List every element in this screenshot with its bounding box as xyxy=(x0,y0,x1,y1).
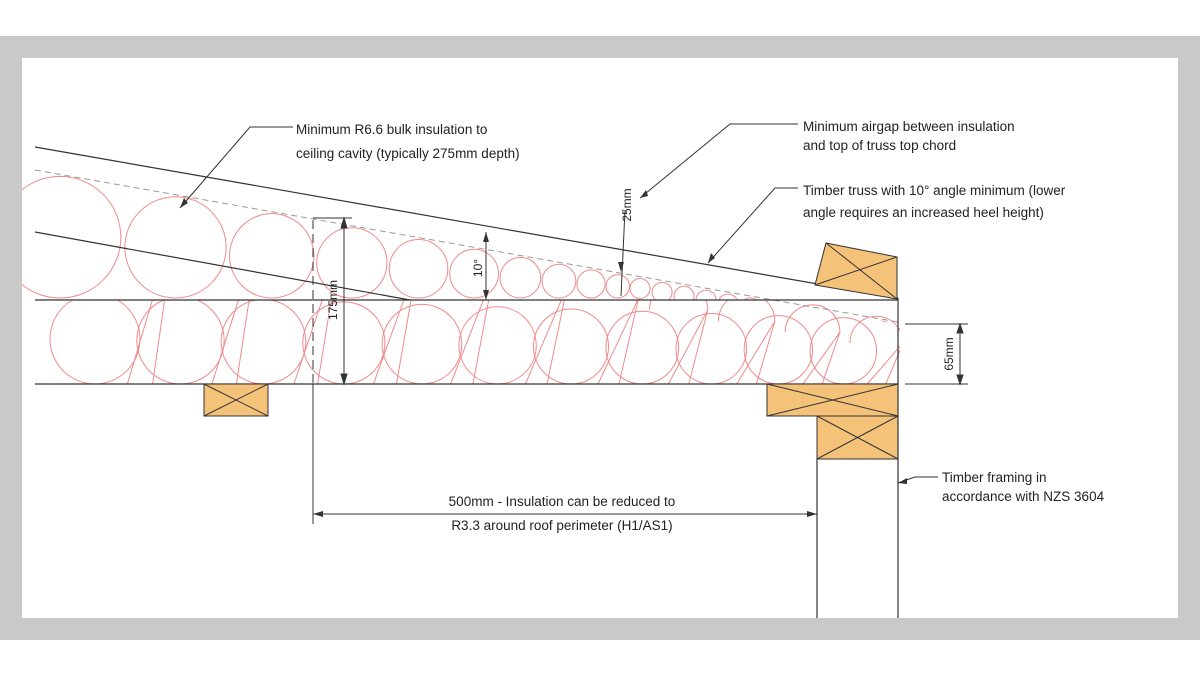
insulation-top-line xyxy=(34,169,899,323)
insulation-loop xyxy=(651,281,673,303)
insulation-loop xyxy=(372,300,412,384)
wall-framing xyxy=(816,298,899,618)
insulation-callout-line1: Minimum R6.6 bulk insulation to xyxy=(296,122,487,137)
insulation-loop xyxy=(381,303,463,384)
insulation-loop xyxy=(450,300,490,384)
insulation-loop xyxy=(871,320,893,325)
airgap-callout-line2: and top of truss top chord xyxy=(803,138,956,153)
dimension-500mm xyxy=(312,384,817,524)
dimension-175mm-label: 175mm xyxy=(326,280,340,320)
dimension-175mm xyxy=(312,216,352,386)
ceiling-insulation-layer xyxy=(49,300,900,384)
insulation-loop xyxy=(576,269,606,299)
insulation-loop xyxy=(458,306,537,384)
framing-callout-line2: accordance with NZS 3604 xyxy=(942,489,1105,504)
insulation-loop xyxy=(22,175,122,299)
insulation-loop xyxy=(316,227,388,299)
dimension-65mm-label: 65mm xyxy=(942,337,956,370)
insulation-loop xyxy=(805,308,827,325)
truss-callout-line2: angle requires an increased heel height) xyxy=(803,205,1044,220)
insulation-loop xyxy=(849,315,900,384)
secondary-rafter-line xyxy=(34,231,411,301)
dimension-65mm xyxy=(905,322,968,386)
insulation-loop xyxy=(126,300,166,384)
insulation-loop xyxy=(229,213,315,299)
insulation-loop xyxy=(136,300,225,384)
perimeter-note-line2: R3.3 around roof perimeter (H1/AS1) xyxy=(451,518,672,533)
timber-block-left xyxy=(203,383,269,417)
insulation-loop xyxy=(533,308,610,384)
insulation-loop xyxy=(211,300,250,384)
insulation-callout-line2: ceiling cavity (typically 275mm depth) xyxy=(296,146,520,161)
insulation-loop xyxy=(649,300,709,384)
leader-arrowheads xyxy=(180,190,907,484)
truss-callout-line1: Timber truss with 10° angle minimum (low… xyxy=(803,183,1066,198)
insulation-loop xyxy=(809,317,878,384)
insulation-loop xyxy=(541,263,577,299)
insulation-loop xyxy=(597,300,639,384)
insulation-loop xyxy=(293,300,332,384)
insulation-loop xyxy=(673,285,695,307)
dimension-25mm-airgap xyxy=(618,209,626,297)
angle-10-label: 10° xyxy=(471,259,485,277)
insulation-loop xyxy=(124,196,227,299)
insulation-loop xyxy=(784,304,841,384)
insulation-loop xyxy=(449,248,499,299)
insulation-loop xyxy=(717,300,776,384)
angle-10-degree-marker xyxy=(483,232,489,300)
timber-truss-chord-block xyxy=(814,242,898,300)
insulation-loop xyxy=(220,300,307,384)
insulation-loop xyxy=(524,300,565,384)
timber-stud-block xyxy=(816,415,899,460)
timber-top-plate xyxy=(766,383,899,417)
insulation-loop xyxy=(717,293,739,315)
insulation-loop xyxy=(499,256,542,299)
sloped-insulation-layer xyxy=(22,175,900,325)
insulation-loop xyxy=(743,315,814,384)
insulation-loop xyxy=(605,274,630,299)
framing-callout-line1: Timber framing in xyxy=(942,470,1047,485)
perimeter-note-line1: 500mm - Insulation can be reduced to xyxy=(449,494,676,509)
insulation-loop xyxy=(49,300,141,384)
insulation-loop xyxy=(605,310,680,384)
airgap-callout-line1: Minimum airgap between insulation xyxy=(803,119,1015,134)
insulation-loop xyxy=(388,239,449,299)
insulation-loop xyxy=(893,324,900,325)
insulation-loop xyxy=(739,297,761,319)
drawing-sheet xyxy=(22,58,1178,618)
airgap-25mm-label: 25mm xyxy=(620,188,634,221)
insulation-loop xyxy=(629,277,651,299)
truss-top-chord xyxy=(34,146,899,299)
